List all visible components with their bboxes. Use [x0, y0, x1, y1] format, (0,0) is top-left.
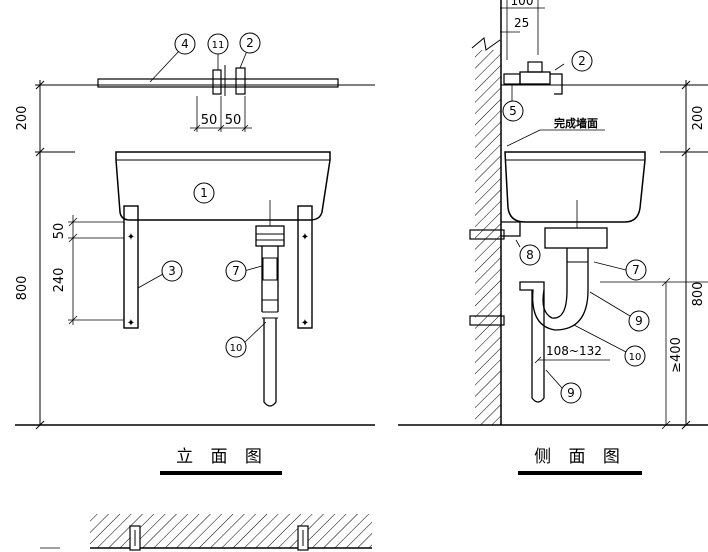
- callout-10-label: 10: [230, 343, 243, 354]
- side-callout-9-upper: [628, 310, 650, 332]
- side-dim-trap-range: 108~132: [546, 344, 602, 358]
- wall-anchor-bottom: [469, 315, 505, 326]
- callout-3: [161, 260, 183, 282]
- bracket-bolt-icon: ✦: [127, 232, 135, 243]
- side-callout-8-label: 8: [526, 248, 534, 262]
- drain-trap: [261, 246, 279, 312]
- elevation-dim-240: 240: [52, 268, 67, 293]
- side-tap-body: [519, 71, 551, 85]
- side-dim-800: 800: [691, 282, 706, 307]
- drain-fitting: [255, 225, 285, 247]
- side-dim-25: 25: [514, 16, 529, 30]
- elevation-callouts: [137, 32, 267, 358]
- side-bracket: [501, 221, 521, 237]
- side-callout-10: [624, 345, 646, 367]
- side-callout-5: [502, 100, 524, 122]
- side-drain-pipe: [531, 290, 545, 403]
- wall-hatch: [475, 50, 501, 425]
- side-callouts: [502, 50, 650, 404]
- tap-fitting: [212, 69, 222, 95]
- side-callout-7-label: 7: [632, 263, 640, 277]
- side-title-underline: [518, 471, 642, 475]
- elevation-view: ✦ ✦ ✦ ✦: [15, 65, 375, 430]
- wall-anchor-top: [469, 229, 505, 240]
- left-bracket: [123, 205, 139, 329]
- drain-pipe: [263, 318, 277, 407]
- callout-1-label: 1: [200, 186, 208, 200]
- tap-dim-right: 50: [225, 113, 242, 128]
- tap-dim-left: 50: [201, 113, 218, 128]
- tap-valve: [235, 67, 246, 95]
- plan-view-partial: [40, 514, 372, 551]
- side-dim-min-400: ≥400: [669, 337, 684, 373]
- callout-2-label: 2: [246, 36, 254, 50]
- elevation-title-underline: [160, 471, 282, 475]
- side-sink-basin: [504, 151, 646, 223]
- callout-11-label: 11: [212, 40, 225, 51]
- side-callout-7: [625, 259, 647, 281]
- svg-text:✦: ✦: [301, 318, 309, 329]
- side-s-trap: [519, 281, 589, 331]
- side-callout-9-lower: [560, 382, 582, 404]
- side-title: 侧 面 图: [534, 447, 626, 467]
- elevation-title: 立 面 图: [176, 447, 268, 467]
- callout-3-label: 3: [168, 264, 176, 278]
- svg-text:✦: ✦: [301, 232, 309, 243]
- side-callout-8: [519, 244, 541, 266]
- side-view: [398, 0, 708, 430]
- elevation-dim-50: 50: [52, 223, 67, 240]
- wall-label: 完成墙面: [554, 116, 598, 130]
- sink-basin: [115, 151, 331, 221]
- supply-pipe: [97, 78, 339, 88]
- side-callout-5-label: 5: [509, 104, 517, 118]
- side-callout-10-label: 10: [629, 352, 642, 363]
- side-callout-9b-label: 9: [567, 386, 575, 400]
- right-bracket: [297, 205, 313, 329]
- side-callout-2: [571, 50, 593, 72]
- callout-1: [193, 182, 215, 204]
- callout-4: [174, 33, 196, 55]
- elevation-dim-200: 200: [15, 106, 30, 131]
- callout-10: [225, 336, 247, 358]
- callout-7: [225, 260, 247, 282]
- side-dim-200: 200: [691, 106, 706, 131]
- svg-text:✦: ✦: [127, 318, 135, 329]
- side-dim-100: 100: [511, 0, 534, 8]
- callout-2: [239, 32, 261, 54]
- elevation-dim-800: 800: [15, 276, 30, 301]
- callout-7-label: 7: [232, 264, 240, 278]
- callout-11: [207, 33, 229, 55]
- side-callout-9a-label: 9: [635, 314, 643, 328]
- side-callout-2-label: 2: [578, 54, 586, 68]
- callout-4-label: 4: [181, 37, 189, 51]
